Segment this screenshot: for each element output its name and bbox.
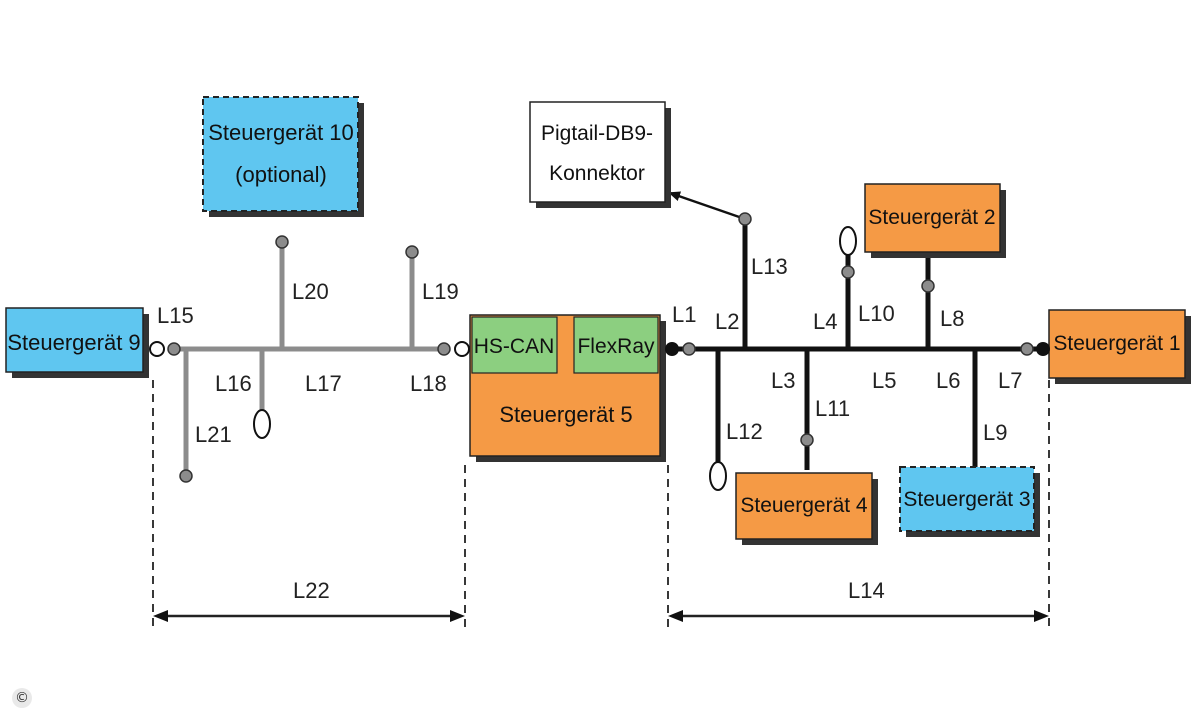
ecu-3-label: Steuergerät 3 bbox=[903, 488, 1030, 511]
dimension-arrows bbox=[153, 610, 1049, 622]
label-l13: L13 bbox=[751, 254, 788, 279]
label-l4: L4 bbox=[813, 309, 837, 334]
line-labels: L15 L20 L19 L16 L17 L18 L21 L22 L1 L2 L1… bbox=[157, 254, 1022, 603]
termination-open bbox=[253, 409, 271, 439]
label-l21: L21 bbox=[195, 422, 232, 447]
node-dot bbox=[841, 265, 855, 279]
label-l3: L3 bbox=[771, 368, 795, 393]
left-bus-network bbox=[173, 242, 445, 476]
ecu-10-label: Steuergerät 10 bbox=[208, 120, 354, 145]
label-l18: L18 bbox=[410, 371, 447, 396]
termination-closed bbox=[1036, 342, 1050, 356]
ecu-steuergeraet-3[interactable]: Steuergerät 3 bbox=[899, 466, 1040, 537]
label-l5: L5 bbox=[872, 368, 896, 393]
label-l10: L10 bbox=[858, 301, 895, 326]
ecu-steuergeraet-4[interactable]: Steuergerät 4 bbox=[735, 472, 878, 545]
ecu-steuergeraet-10[interactable]: Steuergerät 10 (optional) bbox=[202, 96, 364, 217]
label-l1: L1 bbox=[672, 302, 696, 327]
label-l8: L8 bbox=[940, 306, 964, 331]
label-l15: L15 bbox=[157, 303, 194, 328]
termination-open bbox=[839, 226, 857, 256]
ecu-steuergeraet-1[interactable]: Steuergerät 1 bbox=[1048, 309, 1191, 384]
ecu-5-label: Steuergerät 5 bbox=[499, 402, 632, 427]
label-l19: L19 bbox=[422, 279, 459, 304]
node-dot bbox=[1020, 342, 1034, 356]
label-l11: L11 bbox=[815, 396, 850, 421]
node-dot bbox=[682, 342, 696, 356]
node-dot bbox=[179, 469, 193, 483]
node-dot bbox=[167, 342, 181, 356]
ecu-1-label: Steuergerät 1 bbox=[1053, 332, 1180, 355]
label-l9: L9 bbox=[983, 420, 1007, 445]
label-l7: L7 bbox=[998, 368, 1022, 393]
connector-label-2: Konnektor bbox=[549, 162, 645, 185]
hs-can-interface bbox=[471, 316, 558, 374]
ecu-9-label: Steuergerät 9 bbox=[7, 330, 140, 355]
connector-arrow bbox=[668, 191, 746, 221]
node-dot bbox=[921, 279, 935, 293]
hs-can-label: HS-CAN bbox=[474, 335, 555, 358]
copyright-badge: © bbox=[12, 688, 32, 708]
termination-open bbox=[149, 341, 165, 357]
ecu-steuergeraet-9[interactable]: Steuergerät 9 bbox=[5, 307, 149, 378]
ecu-steuergeraet-5[interactable]: HS-CAN FlexRay Steuergerät 5 bbox=[469, 314, 666, 462]
node-dot bbox=[738, 212, 752, 226]
pigtail-db9-connector[interactable]: Pigtail-DB9- Konnektor bbox=[529, 101, 671, 208]
label-l20: L20 bbox=[292, 279, 329, 304]
ecu-steuergeraet-2[interactable]: Steuergerät 2 bbox=[864, 183, 1006, 258]
label-l16: L16 bbox=[215, 371, 252, 396]
ecu-10-optional-label: (optional) bbox=[235, 162, 327, 187]
dimension-lines bbox=[152, 380, 1050, 628]
nodes bbox=[149, 212, 1050, 491]
flexray-interface bbox=[573, 316, 659, 374]
termination-open bbox=[709, 461, 727, 491]
node-dot bbox=[275, 235, 289, 249]
node-dot bbox=[405, 245, 419, 259]
termination-open bbox=[454, 341, 470, 357]
node-dot bbox=[437, 342, 451, 356]
label-l2: L2 bbox=[715, 309, 739, 334]
label-l17: L17 bbox=[305, 371, 342, 396]
ecu-2-label: Steuergerät 2 bbox=[868, 206, 995, 229]
label-l12: L12 bbox=[726, 419, 763, 444]
label-l14: L14 bbox=[848, 578, 885, 603]
right-bus-network bbox=[670, 219, 1042, 470]
termination-closed bbox=[665, 342, 679, 356]
label-l22: L22 bbox=[293, 578, 330, 603]
connector-label-1: Pigtail-DB9- bbox=[541, 122, 653, 145]
ecu-4-label: Steuergerät 4 bbox=[740, 494, 868, 517]
label-l6: L6 bbox=[936, 368, 960, 393]
node-dot bbox=[800, 433, 814, 447]
flexray-label: FlexRay bbox=[577, 335, 655, 358]
